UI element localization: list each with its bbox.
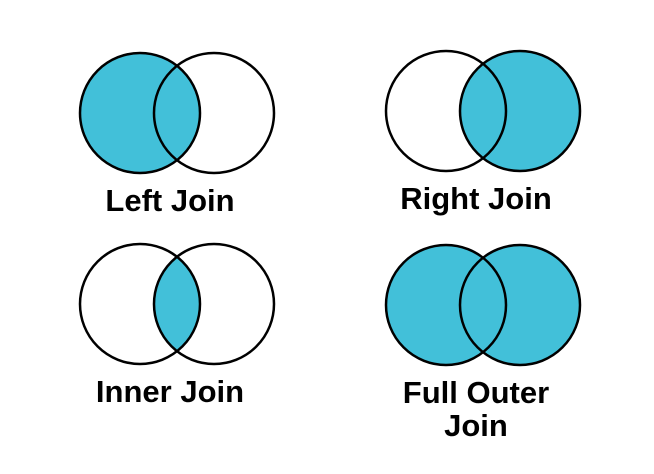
diagram-label-full-outer-join: Full Outer Join [402, 375, 550, 443]
diagram-label-right-join: Right Join [400, 181, 552, 216]
left-circle-outline [384, 243, 508, 367]
diagram-label-inner-join: Inner Join [95, 374, 245, 409]
left-circle-outline [78, 51, 202, 175]
right-circle-outline [152, 51, 276, 175]
right-circle-outline [152, 242, 276, 366]
diagram-label-left-join: Left Join [105, 183, 235, 218]
right-circle-outline [458, 243, 582, 367]
right-circle-fill [460, 51, 580, 171]
venn-diagram-right-join [384, 49, 582, 173]
venn-diagram-inner-join [78, 242, 276, 366]
venn-right-join: Right Join [384, 48, 584, 216]
venn-inner-join: Inner Join [78, 241, 278, 409]
venn-diagram-full-outer-join [384, 243, 582, 367]
venn-full-outer-join: Full Outer Join [384, 242, 584, 443]
venn-left-join: Left Join [78, 50, 278, 218]
venn-diagram-left-join [78, 51, 276, 175]
left-circle-outline [78, 242, 202, 366]
right-circle-outline [458, 49, 582, 173]
left-circle-fill [80, 53, 200, 173]
right-circle-fill [460, 245, 580, 365]
left-circle-outline [384, 49, 508, 173]
intersection-fill [154, 256, 200, 352]
